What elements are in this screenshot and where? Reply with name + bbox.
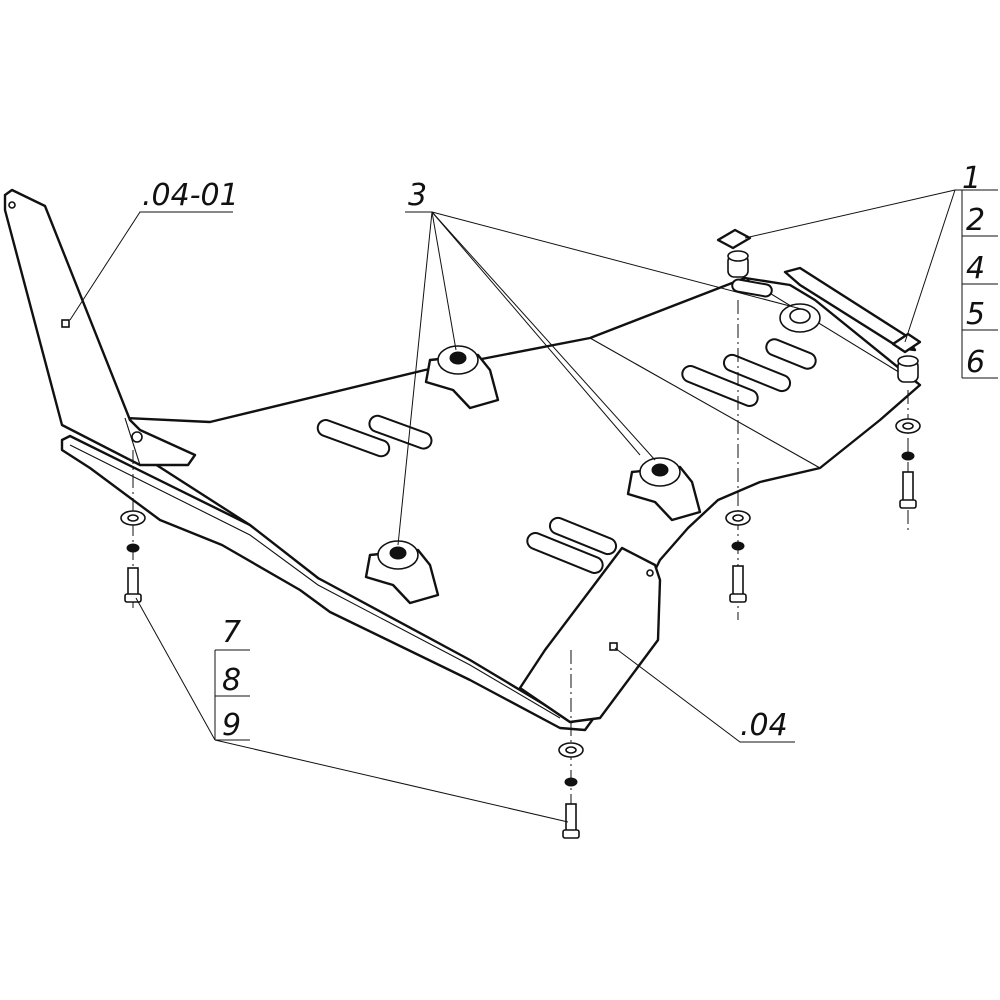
- skid-plate: [60, 266, 922, 732]
- leader-lines: [69, 189, 956, 823]
- slot: [765, 338, 817, 370]
- label-item-7: 7: [222, 615, 241, 650]
- mount-bracket: [424, 345, 500, 410]
- marking-square: [609, 642, 618, 651]
- plate-top-surface: [123, 276, 922, 724]
- plate-slots: [316, 278, 817, 574]
- side-plate-right: [518, 546, 662, 724]
- plate-fold-line: [69, 444, 561, 719]
- label-stack-left: 7 8 9: [214, 615, 250, 743]
- label-part-04: .04: [740, 708, 788, 743]
- plate-bushing-inner: [789, 308, 811, 324]
- label-item-5: 5: [966, 297, 985, 332]
- lock-washer: [126, 543, 140, 553]
- bolt-stack: [895, 418, 921, 509]
- slot: [526, 532, 604, 574]
- bolt: [902, 471, 914, 503]
- slot: [368, 414, 433, 450]
- label-item-6: 6: [966, 345, 985, 380]
- label-item-1: 1: [962, 161, 981, 196]
- top-fastener-right: [891, 332, 922, 383]
- bolt-stack: [725, 510, 751, 603]
- slot: [681, 365, 759, 407]
- plate-crease-2: [744, 277, 921, 386]
- lock-washer: [564, 777, 578, 787]
- top-fastener-left: [716, 228, 752, 278]
- bolt: [565, 803, 577, 833]
- lock-washer: [901, 451, 915, 461]
- label-part-04-01: .04-01: [142, 178, 239, 213]
- side-plate-left: [3, 188, 197, 467]
- slot: [548, 516, 618, 556]
- mount-bracket: [626, 457, 702, 522]
- bolt-stack: [558, 742, 584, 839]
- label-item-8: 8: [222, 663, 241, 698]
- slot: [722, 353, 792, 393]
- label-item-4: 4: [966, 251, 985, 286]
- slot: [316, 419, 391, 458]
- label-stack-right: 1 2 4 5 6: [955, 161, 998, 380]
- label-item-9: 9: [222, 708, 241, 743]
- label-item-2: 2: [966, 203, 985, 238]
- lock-washer: [731, 541, 745, 551]
- bolt: [732, 565, 744, 597]
- plate-rear-lip: [783, 266, 917, 352]
- bolt: [127, 567, 139, 597]
- marking-square: [61, 319, 70, 328]
- label-item-3: 3: [408, 178, 427, 213]
- plate-crease: [589, 337, 821, 469]
- slot: [731, 278, 773, 298]
